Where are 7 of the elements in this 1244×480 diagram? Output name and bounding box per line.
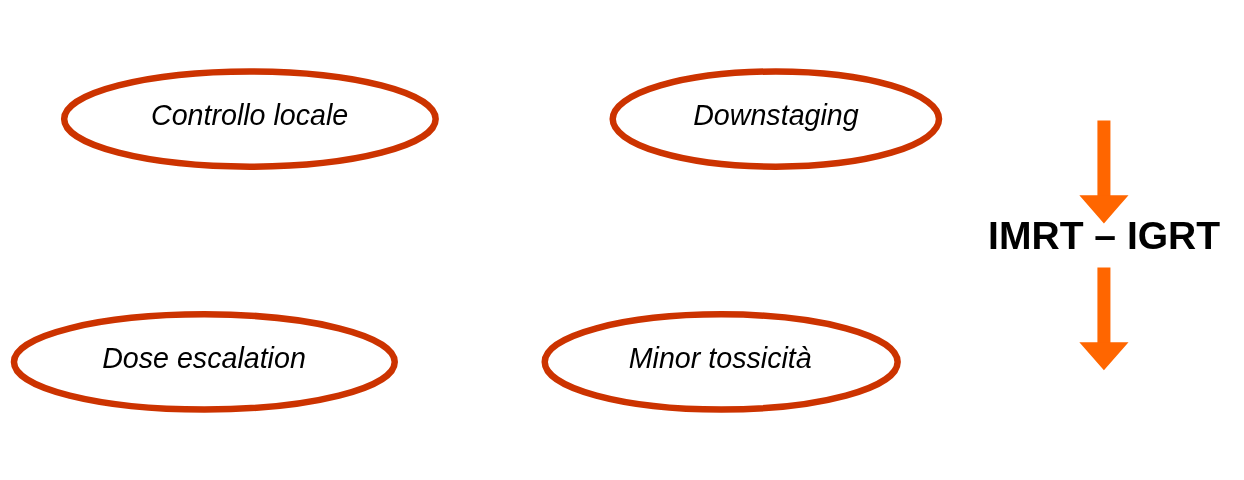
arrow — [1079, 267, 1129, 370]
node-ellipse: Downstaging — [609, 67, 943, 170]
node-text: IMRT – IGRT — [988, 213, 1221, 257]
node-ellipse: Minor tossicità — [541, 310, 901, 413]
arrow — [1079, 119, 1129, 223]
node-ellipse: Controllo locale — [60, 67, 439, 170]
node-ellipse: Dose escalation — [10, 310, 398, 413]
